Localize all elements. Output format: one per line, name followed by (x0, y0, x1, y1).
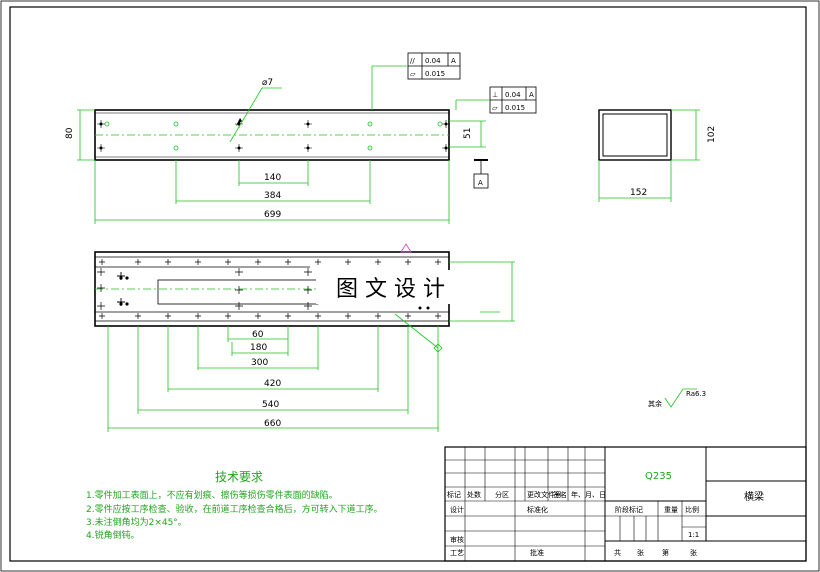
svg-text:批准: 批准 (530, 548, 544, 557)
svg-text:1:1: 1:1 (688, 531, 699, 539)
svg-text:阶段标记: 阶段标记 (615, 505, 643, 514)
dim-660: 660 (264, 419, 281, 429)
offset-label: 51 (463, 128, 473, 139)
dim-540: 540 (262, 400, 279, 410)
svg-text:A: A (451, 57, 456, 65)
svg-text:处数: 处数 (467, 490, 481, 499)
svg-text:标准化: 标准化 (527, 505, 548, 514)
svg-text:重量: 重量 (664, 506, 678, 514)
part-name: 横梁 (744, 490, 764, 503)
svg-text:审核: 审核 (450, 535, 464, 544)
dim-384: 384 (264, 191, 281, 201)
top-view: ⌀7 80 140 384 699 51 A (65, 52, 537, 224)
roughness-value: Ra6.3 (686, 390, 706, 398)
tech-item-4: 4.锐角倒钝。 (86, 529, 140, 541)
svg-text:共: 共 (614, 548, 621, 557)
svg-text:张: 张 (690, 548, 697, 557)
svg-text:0.015: 0.015 (425, 70, 445, 78)
svg-text:0.04: 0.04 (425, 57, 441, 65)
end-view-outer (598, 109, 672, 161)
tech-requirements: 技术要求 1.零件加工表面上，不应有划痕、擦伤等损伤零件表面的缺陷。 2.零件应… (86, 470, 383, 541)
end-width-label: 152 (630, 188, 647, 198)
svg-text:第: 第 (662, 548, 669, 557)
svg-text:0.04: 0.04 (505, 91, 521, 99)
end-view-inner (602, 113, 668, 157)
gdt-frame-right: ⊥ 0.04 A ▱ 0.015 (455, 86, 537, 114)
top-view-dimensions: 140 384 699 (94, 160, 450, 224)
diameter-label: ⌀7 (262, 78, 273, 88)
roughness-note: 其余 Ra6.3 (648, 388, 706, 408)
dim-180: 180 (250, 343, 267, 353)
dim-140: 140 (264, 173, 281, 183)
top-view-holes (97, 120, 450, 152)
svg-text:签名: 签名 (553, 490, 567, 499)
svg-text:工艺: 工艺 (450, 549, 464, 557)
title-block: Q235 横梁 标记 处数 分区 更改文件号 签名 年、月、日 设计 标准化 阶… (444, 446, 807, 562)
svg-text:更改文件号: 更改文件号 (527, 490, 562, 499)
tech-item-1: 1.零件加工表面上，不应有划痕、擦伤等损伤零件表面的缺陷。 (86, 489, 338, 501)
inner-border (9, 6, 807, 562)
dim-300: 300 (251, 358, 268, 368)
datum-label: A (478, 179, 483, 187)
svg-text:分区: 分区 (495, 490, 509, 499)
roughness-icon (664, 388, 697, 408)
svg-text:设计: 设计 (450, 505, 464, 514)
end-height-label: 102 (707, 126, 717, 143)
material-label: Q235 (645, 471, 672, 482)
top-height-label: 80 (65, 127, 75, 139)
front-view: 图 文 设 计 60 180 300 420 540 (94, 243, 515, 432)
svg-text:A: A (529, 91, 534, 99)
gdt-frame-top: // 0.04 A ▱ 0.015 (371, 52, 461, 110)
roughness-prefix: 其余 (648, 399, 662, 408)
svg-text:张: 张 (637, 548, 644, 557)
tech-item-2: 2.零件应按工序检查、验收，在前道工序检查合格后，方可转入下道工序。 (86, 503, 383, 515)
front-view-marks (97, 259, 441, 319)
tech-title: 技术要求 (215, 470, 263, 484)
tech-item-3: 3.未注倒角均为2×45°。 (86, 516, 187, 528)
svg-text:年、月、日: 年、月、日 (571, 490, 606, 499)
front-slot (157, 279, 319, 305)
dim-420: 420 (264, 379, 281, 389)
svg-text:比例: 比例 (685, 505, 699, 514)
front-view-dimensions: 60 180 300 420 540 660 (107, 326, 439, 432)
svg-text:0.015: 0.015 (505, 104, 525, 112)
svg-text://: // (410, 57, 415, 65)
svg-text:标记: 标记 (447, 490, 461, 499)
svg-text:⊥: ⊥ (492, 91, 498, 99)
svg-text:▱: ▱ (492, 104, 498, 112)
dim-699: 699 (264, 210, 281, 220)
svg-text:▱: ▱ (410, 70, 416, 78)
watermark-text: 图 文 设 计 (336, 277, 445, 302)
dim-60: 60 (252, 330, 264, 340)
end-view: 152 102 (598, 109, 717, 202)
